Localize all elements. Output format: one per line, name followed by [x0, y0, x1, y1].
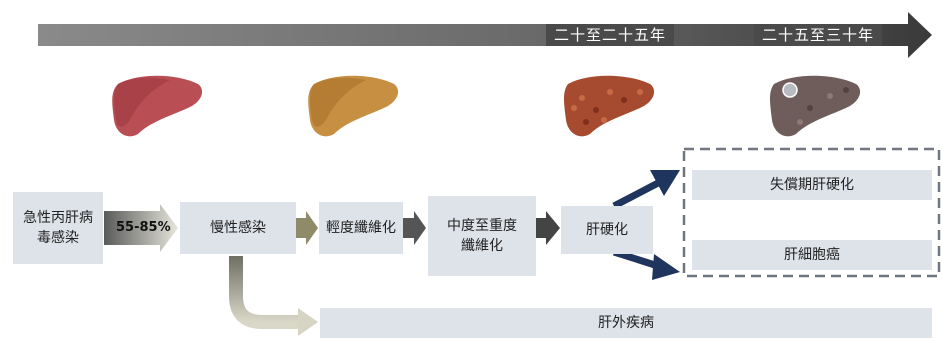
stage-chronic-label: 慢性感染 [210, 218, 266, 238]
arrow-mild-moderate [402, 211, 426, 245]
stage-acute-infection: 急性丙肝病毒感染 [13, 192, 103, 264]
stage-cirrhosis-label: 肝硬化 [586, 220, 628, 240]
timeline-label-20-25: 二十至二十五年 [546, 24, 674, 46]
stage-decompensated-cirrhosis: 失償期肝硬化 [692, 170, 932, 200]
stage-cirrhosis: 肝硬化 [561, 206, 653, 254]
stage-hcc: 肝細胞癌 [692, 240, 932, 270]
stage-mild-fibrosis-label: 輕度纖維化 [326, 218, 396, 238]
stage-moderate-fibrosis-label: 中度至重度纖維化 [442, 216, 522, 256]
stage-chronic-infection: 慢性感染 [180, 202, 296, 254]
arrow-chronic-extrahepatic [236, 256, 318, 336]
stage-moderate-fibrosis: 中度至重度纖維化 [428, 196, 536, 276]
liver-healthy-icon [112, 76, 202, 137]
arrow-cirrhosis-decompensated [614, 170, 680, 206]
liver-chronic-icon [308, 76, 398, 137]
liver-cirrhosis-icon [564, 76, 654, 137]
stage-extrahepatic: 肝外疾病 [320, 308, 932, 338]
timeline-label-25-30: 二十五至三十年 [754, 24, 882, 46]
arrow-moderate-cirrhosis [536, 211, 560, 245]
stage-extrahepatic-label: 肝外疾病 [598, 313, 654, 333]
stage-hcc-label: 肝細胞癌 [784, 245, 840, 265]
arrow-chronic-mild [296, 211, 318, 245]
arrow-cirrhosis-hcc [614, 252, 680, 280]
liver-cancer-icon [770, 76, 860, 137]
stage-decompensated-label: 失償期肝硬化 [770, 175, 854, 195]
progression-rate: 55-85% [116, 220, 171, 235]
stage-acute-label: 急性丙肝病毒感染 [23, 208, 93, 248]
stage-mild-fibrosis: 輕度纖維化 [319, 202, 403, 254]
